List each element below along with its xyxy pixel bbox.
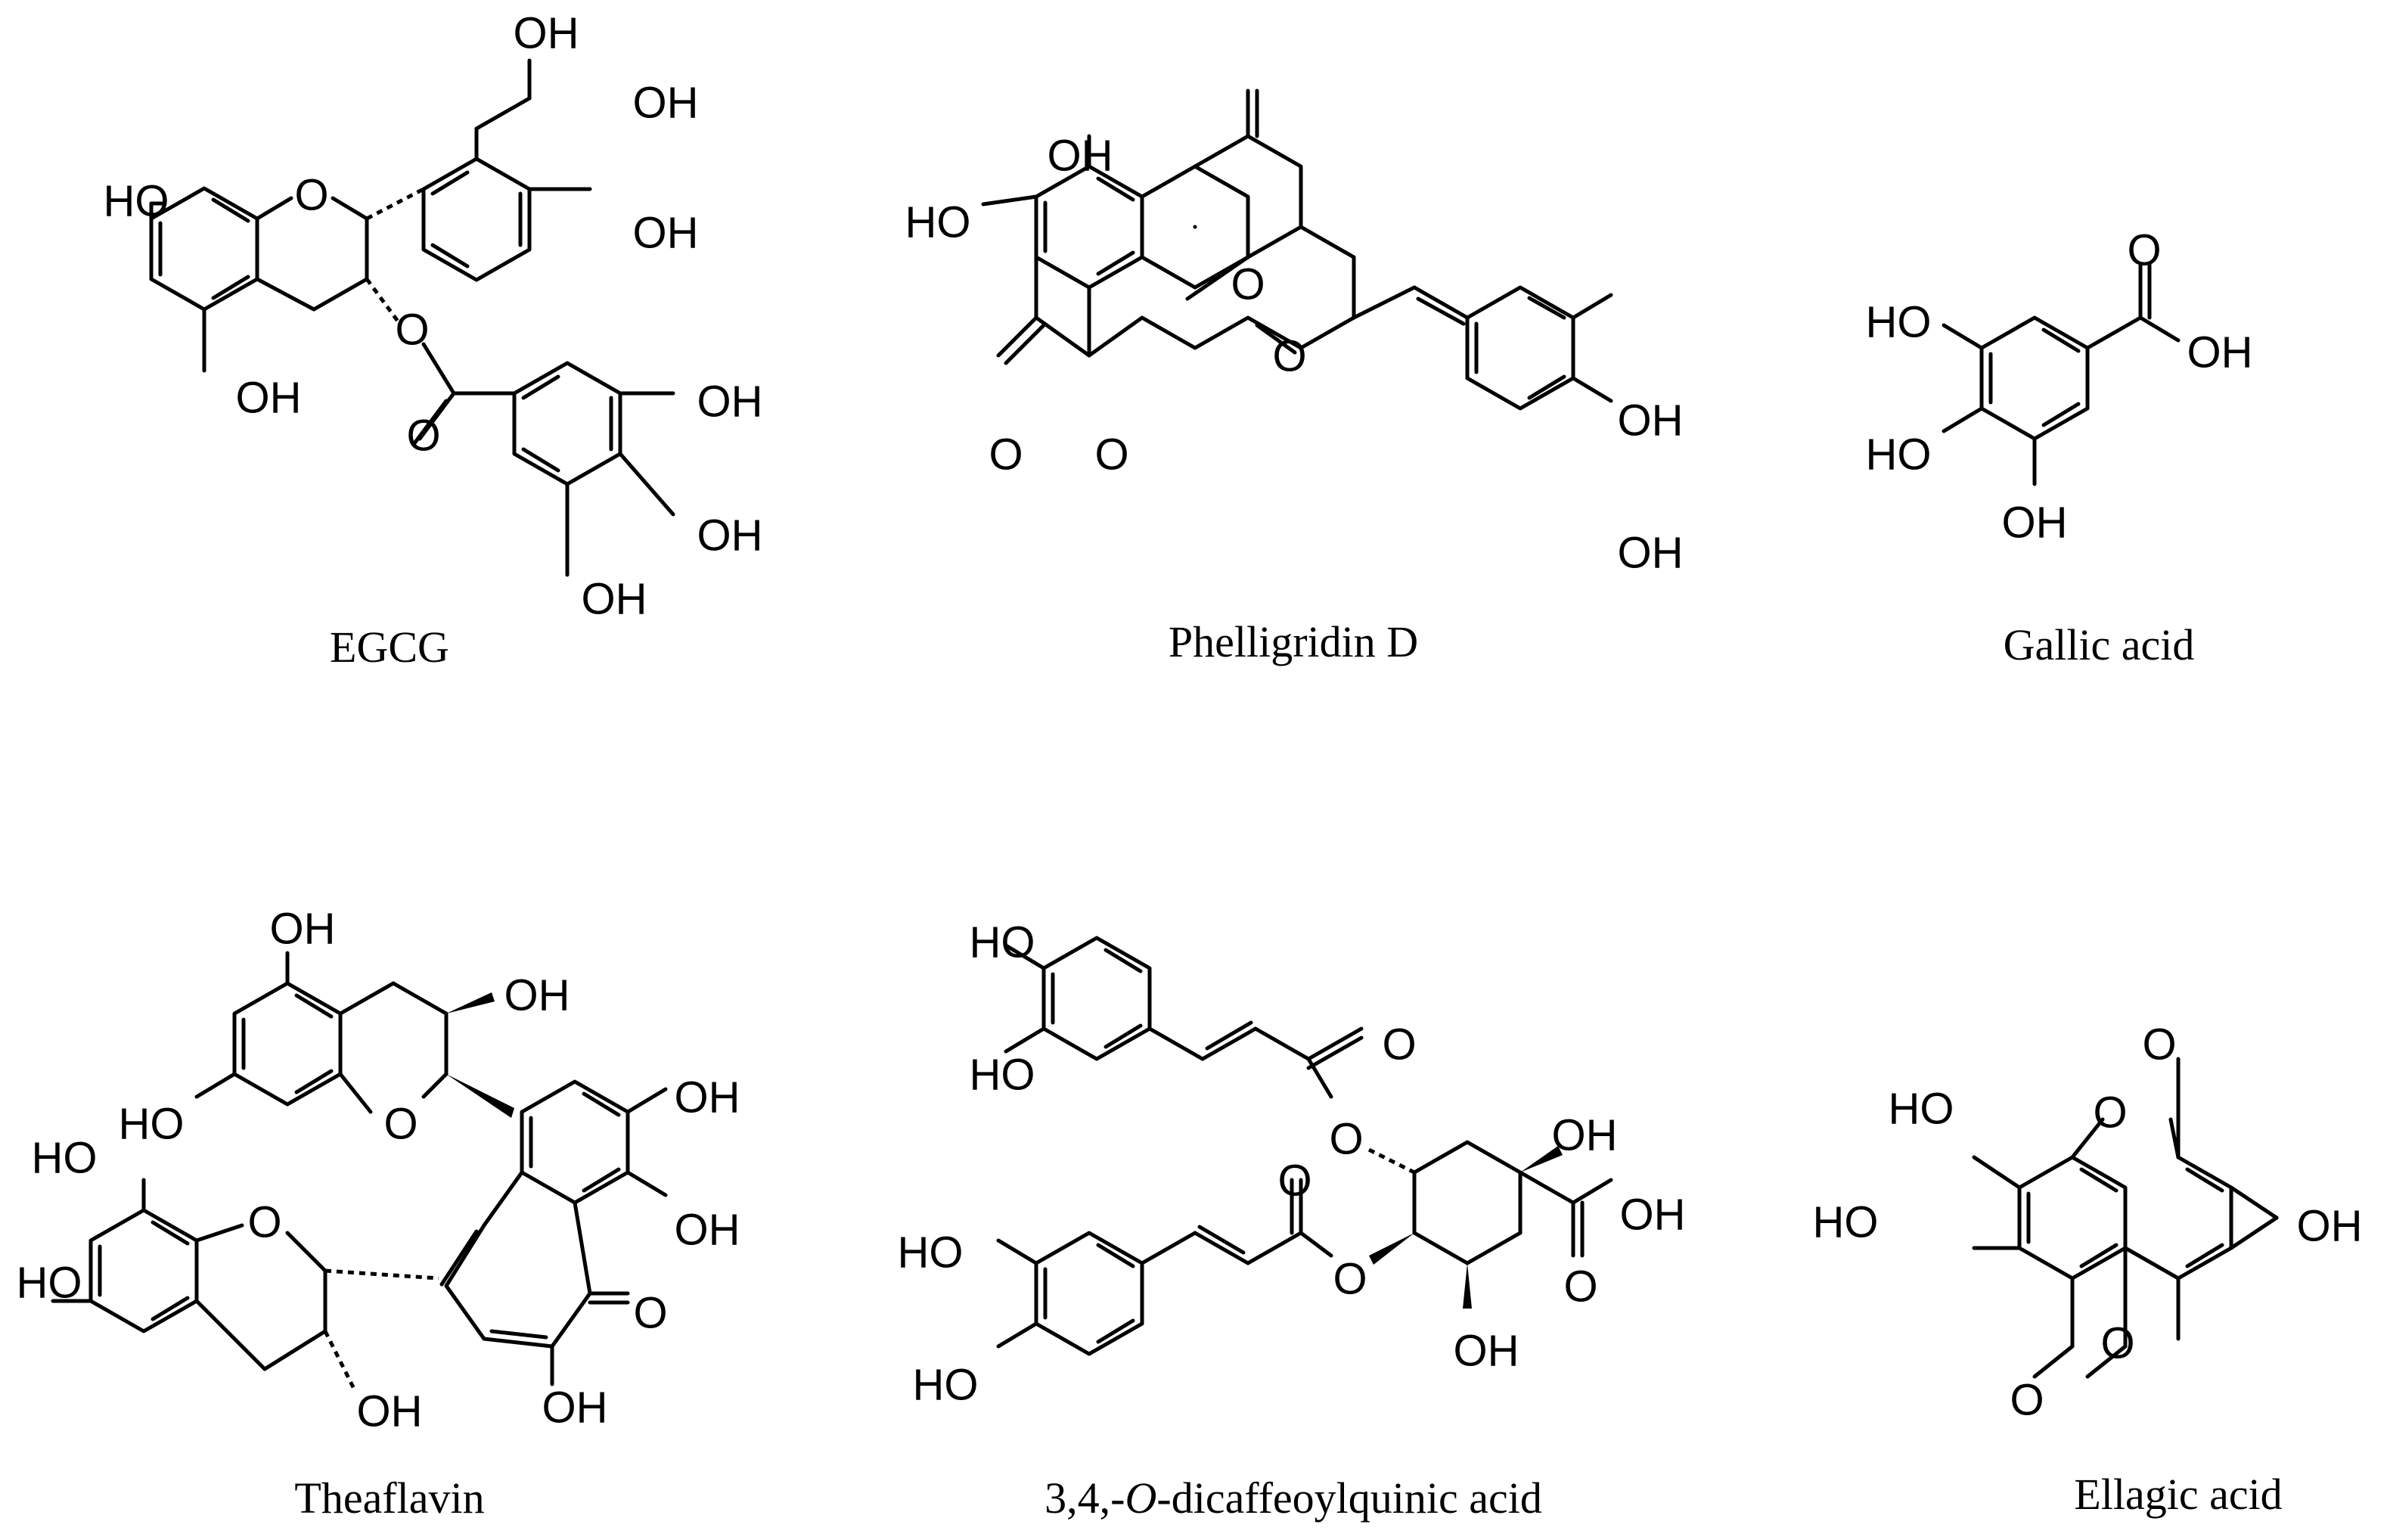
caption-phelligridin-d: Phelligridin D <box>1169 617 1418 666</box>
atom-ho: HO <box>970 1050 1035 1099</box>
caption-dicaffeoylquinic-acid: 3,4,-O-dicaffeoylquinic acid <box>1045 1473 1542 1523</box>
atom-ho: HO <box>913 1360 979 1409</box>
atom-oh: OH <box>675 1205 740 1254</box>
atom-ho: HO <box>119 1099 185 1148</box>
atom-ho: HO <box>905 197 971 247</box>
atom-o: O <box>1329 1114 1363 1163</box>
atom-o: O <box>1231 259 1265 309</box>
atom-o: O <box>247 1197 281 1247</box>
atom-o: O <box>1277 1156 1311 1205</box>
atom-o: O <box>2127 225 2161 275</box>
atom-ho: HO <box>1866 430 1932 479</box>
atom-oh: OH <box>1620 1190 1686 1239</box>
atom-oh: OH <box>357 1386 423 1436</box>
atom-ho: HO <box>970 917 1035 967</box>
atom-o: O <box>2100 1318 2134 1368</box>
atom-oh: OH <box>1048 131 1113 180</box>
atom-ho: HO <box>1866 297 1932 346</box>
atom-o: O <box>406 411 440 460</box>
atom-o: O <box>395 305 429 354</box>
caption-ellagic-acid: Ellagic acid <box>2074 1470 2282 1519</box>
atom-o: O <box>1563 1262 1597 1311</box>
atom-o: O <box>2093 1088 2127 1137</box>
atom-o: O <box>2010 1375 2044 1424</box>
atom-oh: OH <box>2002 498 2068 547</box>
atom-o: O <box>633 1288 667 1337</box>
atom-oh: OH <box>697 511 763 560</box>
atom-oh: OH <box>2187 328 2253 377</box>
structure-gallic-acid <box>1942 262 2181 486</box>
atom-oh: OH <box>1618 396 1684 445</box>
caption-gallic-acid: Gallic acid <box>2004 620 2195 669</box>
atom-o: O <box>294 170 328 219</box>
atom-o: O <box>383 1099 417 1148</box>
atom-oh: OH <box>236 373 302 422</box>
atom-o: O <box>1094 430 1128 479</box>
atom-o: O <box>1333 1254 1367 1303</box>
atom-o: O <box>989 430 1023 479</box>
atom-ho: HO <box>1813 1197 1879 1247</box>
caption-theaflavin: Theaflavin <box>294 1473 484 1523</box>
atom-oh: OH <box>675 1073 740 1122</box>
atom-oh: OH <box>582 574 647 623</box>
atom-oh: OH <box>633 208 699 257</box>
structure-ellagic-acid <box>1972 1057 2279 1379</box>
caption-egcg: EGCG <box>330 623 449 672</box>
atom-o: O <box>1272 331 1306 380</box>
atom-oh: OH <box>542 1383 608 1432</box>
atom-oh: OH <box>1454 1326 1519 1375</box>
atom-ho: HO <box>898 1228 964 1277</box>
structure-phelligridin-d <box>981 88 1613 411</box>
atom-ho: HO <box>1889 1084 1954 1133</box>
atom-oh: OH <box>633 78 699 127</box>
atom-oh: OH <box>270 904 336 953</box>
atom-ho: HO <box>17 1258 82 1307</box>
atom-ho: HO <box>32 1133 98 1182</box>
atom-oh: OH <box>1618 528 1684 577</box>
atom-o: O <box>2142 1020 2176 1069</box>
atom-o: O <box>1382 1020 1416 1069</box>
atom-ho: HO <box>104 176 169 225</box>
structure-theaflavin <box>51 951 668 1393</box>
structure-dicaffeoylquinic-acid <box>996 936 1613 1356</box>
atom-oh: OH <box>504 970 570 1020</box>
atom-oh: OH <box>2297 1201 2363 1250</box>
atom-oh: OH <box>1552 1110 1618 1160</box>
atom-oh: OH <box>514 8 579 57</box>
atom-oh: OH <box>697 377 763 426</box>
structure-egcg <box>149 58 675 577</box>
